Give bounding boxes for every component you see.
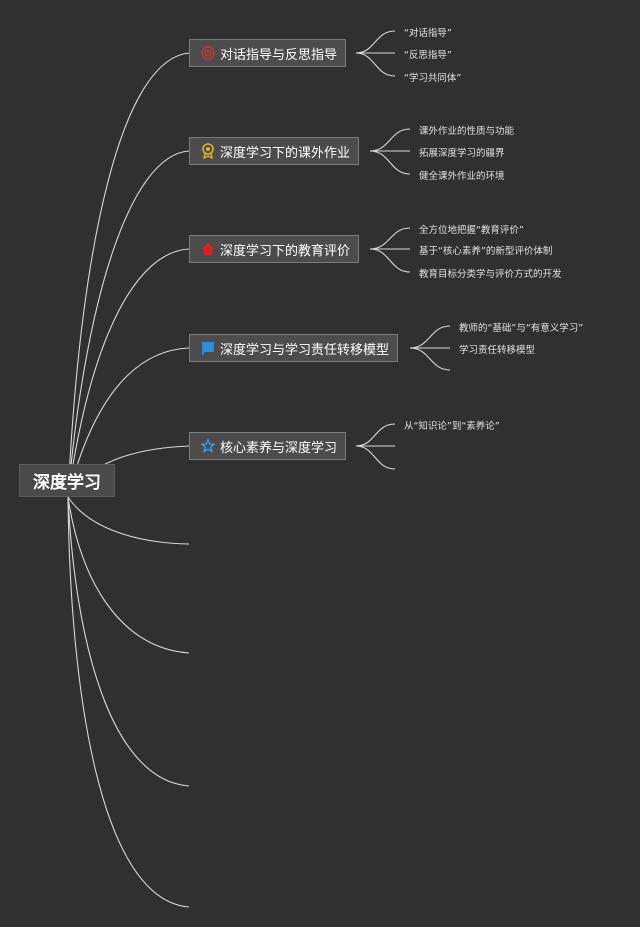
connector-root-branch-4	[67, 347, 190, 498]
connector-root-branch-2	[67, 150, 190, 498]
branch-node-4[interactable]: 深度学习与学习责任转移模型	[189, 334, 399, 362]
connector-root-empty-4	[67, 496, 190, 908]
branch-node-3[interactable]: 深度学习下的教育评价	[189, 235, 360, 263]
flag-icon	[200, 340, 216, 356]
leaf-1-1[interactable]: “对话指导”	[404, 28, 452, 39]
leaf-4-2[interactable]: 学习责任转移模型	[459, 345, 536, 356]
leaf-2-3[interactable]: 健全课外作业的环境	[419, 171, 505, 182]
branch-node-2[interactable]: 深度学习下的课外作业	[189, 137, 360, 165]
target-icon	[200, 45, 216, 61]
connector-root-empty-1	[67, 496, 190, 545]
award-medal-icon	[200, 143, 216, 159]
branch-node-1[interactable]: 对话指导与反思指导	[189, 39, 347, 67]
branch-label: 深度学习下的教育评价	[220, 243, 351, 259]
root-label: 深度学习	[33, 473, 101, 493]
branch-label: 核心素养与深度学习	[220, 440, 338, 456]
connector-root-branch-1	[67, 52, 190, 498]
leaf-4-1[interactable]: 教师的“基础”与“有意义学习”	[459, 323, 584, 334]
leaf-1-2[interactable]: “反思指导”	[404, 50, 452, 61]
branch-label: 深度学习下的课外作业	[220, 145, 351, 161]
leaf-5-1[interactable]: 从“知识论”到“素养论”	[404, 421, 500, 432]
root-node[interactable]: 深度学习	[19, 464, 115, 497]
connector-root-branch-3	[67, 248, 190, 498]
leaf-2-2[interactable]: 拓展深度学习的疆界	[419, 148, 505, 159]
leaf-2-1[interactable]: 课外作业的性质与功能	[419, 126, 515, 137]
leaf-3-3[interactable]: 教育目标分类学与评价方式的开发	[419, 269, 562, 280]
house-icon	[200, 241, 216, 257]
branch-node-5[interactable]: 核心素养与深度学习	[189, 432, 347, 460]
star-icon	[200, 438, 216, 454]
connector-root-empty-3	[67, 496, 190, 787]
branch-label: 对话指导与反思指导	[220, 47, 338, 63]
branch-label: 深度学习与学习责任转移模型	[220, 342, 390, 358]
leaf-3-1[interactable]: 全方位地把握“教育评价”	[419, 225, 524, 236]
connector-root-empty-2	[67, 496, 190, 654]
leaf-1-3[interactable]: “学习共同体”	[404, 73, 462, 84]
leaf-3-2[interactable]: 基于“核心素养”的新型评价体制	[419, 246, 553, 257]
